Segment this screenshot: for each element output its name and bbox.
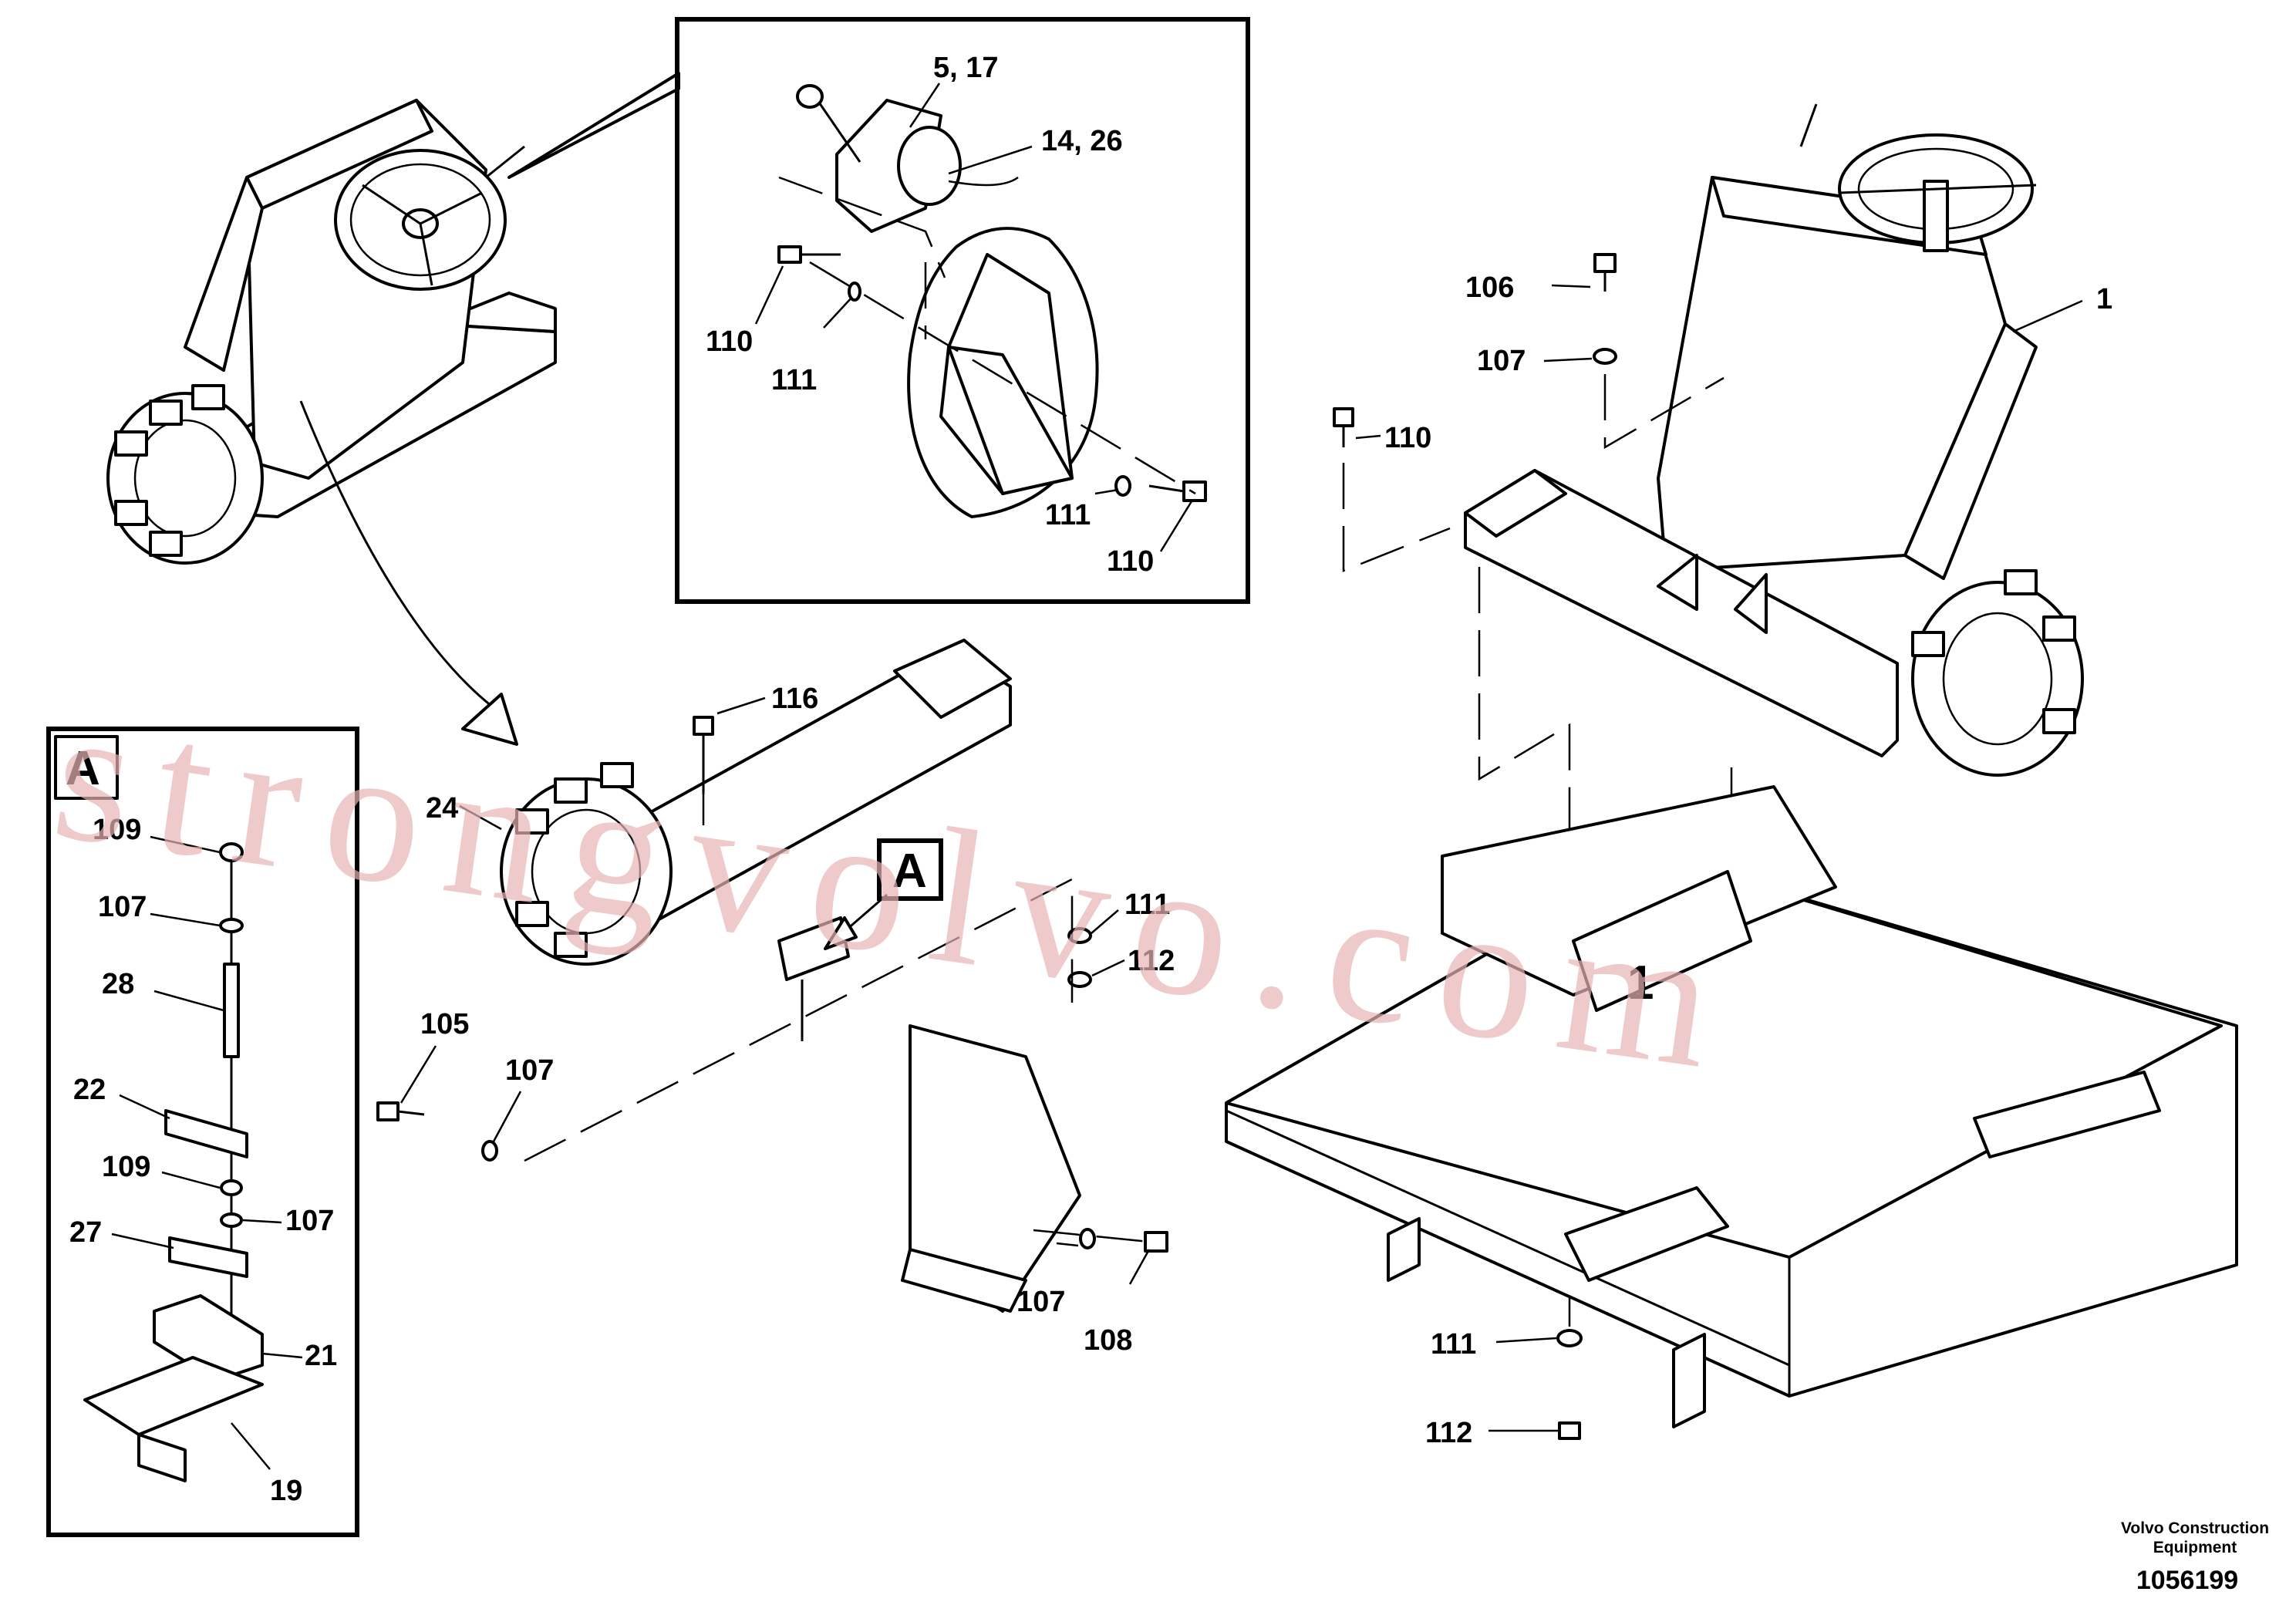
callout-107-bracket: 107 — [1017, 1286, 1065, 1318]
callout-111-bottom: 111 — [1431, 1328, 1476, 1361]
footer-company-line1: Volvo Construction — [2121, 1519, 2269, 1537]
detail-a-callout-19: 19 — [270, 1475, 302, 1507]
inset-pointer — [507, 72, 680, 179]
callout-110-inset-left: 110 — [706, 325, 753, 358]
detail-a-callout-22: 22 — [73, 1074, 106, 1106]
detail-a-callout-107-bottom: 107 — [285, 1205, 334, 1237]
detail-arrow-head — [461, 693, 518, 746]
detail-a-callout-109-bottom: 109 — [102, 1151, 150, 1183]
callout-24: 24 — [426, 792, 458, 824]
callout-107-mid: 107 — [505, 1054, 554, 1087]
detail-a-callout-107-top: 107 — [98, 891, 147, 923]
footer-drawing-number: 1056199 — [2136, 1566, 2238, 1595]
callout-5-17: 5, 17 — [933, 52, 999, 84]
callout-106: 106 — [1465, 271, 1514, 304]
detail-a-callout-21: 21 — [305, 1340, 337, 1372]
callout-108: 108 — [1084, 1324, 1132, 1357]
footer-company-line2: Equipment — [2153, 1539, 2237, 1556]
footer: Volvo Construction Equipment 1056199 — [2121, 1519, 2269, 1595]
callout-107-top: 107 — [1477, 345, 1526, 377]
callout-111-inset-left: 111 — [771, 364, 817, 396]
callout-105: 105 — [420, 1008, 469, 1040]
callout-112-bottom: 112 — [1425, 1417, 1472, 1449]
detail-a-title-box — [54, 735, 119, 800]
cable-chain-assembly — [376, 639, 1168, 1313]
lever-detail — [777, 84, 1207, 518]
detail-a-callout-27: 27 — [69, 1216, 102, 1249]
detail-a-frame — [46, 727, 359, 1537]
callout-110-right: 110 — [1384, 422, 1431, 454]
detail-a-callouts: 109 107 28 22 109 107 27 21 19 — [69, 814, 337, 1507]
lever-detail-frame — [675, 17, 1250, 604]
detail-a-marker-box — [877, 838, 943, 901]
leader-lines — [111, 83, 2083, 1470]
detail-a-marker-arrow — [824, 916, 858, 950]
callout-111-mid: 111 — [1124, 889, 1170, 921]
detail-a-parts — [83, 842, 264, 1482]
callout-110-inset-right: 110 — [1107, 545, 1154, 578]
callout-labels: 5, 17 14, 26 110 111 111 110 106 107 1 1… — [420, 52, 2112, 1449]
detail-a-callout-109-top: 109 — [93, 814, 141, 846]
detail-arrow — [299, 400, 502, 715]
detail-a-marker: A — [892, 845, 927, 898]
callout-14-26: 14, 26 — [1041, 125, 1123, 157]
callout-1: 1 — [2096, 283, 2112, 315]
callout-116: 116 — [771, 683, 818, 715]
main-assembly — [1333, 103, 2084, 1327]
overview-assembly — [106, 99, 557, 565]
detail-a-title: A — [66, 742, 100, 795]
base-frame: 1 — [1225, 785, 2238, 1440]
callout-111-inset-right: 111 — [1045, 499, 1091, 531]
frame-stamp: 1 — [1627, 956, 1654, 1010]
detail-a-callout-28: 28 — [102, 968, 134, 1000]
callout-112-mid: 112 — [1128, 945, 1175, 977]
